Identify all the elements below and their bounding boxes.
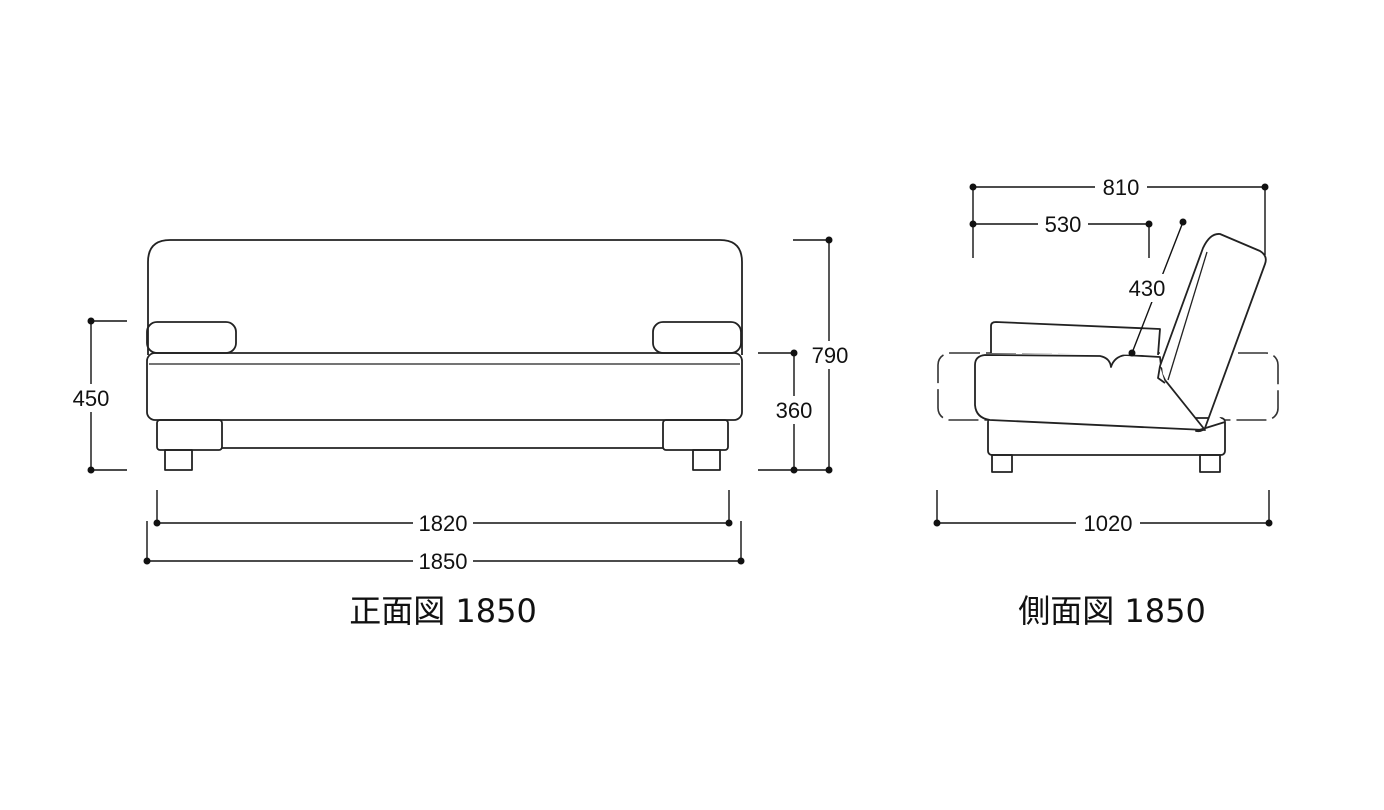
- dim-label-arm-height: 450: [73, 386, 110, 411]
- dim-label-total-height: 790: [812, 343, 849, 368]
- dim-1850: 1850: [143, 521, 745, 574]
- side-view-title: 側面図 1850: [1018, 592, 1206, 630]
- dim-label-depth: 810: [1103, 175, 1140, 200]
- dim-790: 790: [793, 236, 854, 474]
- front-right-arm-pad: [652, 321, 742, 354]
- side-leg-back: [1199, 454, 1221, 473]
- dim-label-seat-depth: 530: [1045, 212, 1082, 237]
- dim-label-total-width: 1850: [419, 549, 468, 574]
- side-view: [937, 233, 1279, 473]
- side-backrest-inner: [1167, 251, 1208, 381]
- dim-430: 430: [1124, 218, 1187, 357]
- front-view-title: 正面図 1850: [349, 592, 537, 630]
- front-base-right: [662, 419, 729, 451]
- front-leg-left: [164, 449, 193, 471]
- side-seat: [974, 354, 1206, 431]
- dim-label-reclined-depth: 1020: [1084, 511, 1133, 536]
- dim-450: 450: [66, 317, 127, 474]
- front-left-arm-pad: [146, 321, 237, 354]
- front-leg-right: [692, 449, 721, 471]
- front-base-left: [156, 419, 223, 451]
- dim-360: 360: [758, 349, 818, 474]
- dim-810: 810: [969, 174, 1269, 258]
- front-view: [146, 239, 743, 471]
- side-backrest: [1157, 233, 1267, 433]
- side-leg-front: [991, 454, 1013, 473]
- dim-530: 530: [969, 211, 1153, 258]
- side-arm-pillow: [990, 321, 1161, 356]
- front-backrest: [147, 239, 743, 355]
- dim-label-seat-height: 360: [776, 398, 813, 423]
- dim-label-back-height: 430: [1129, 276, 1166, 301]
- dim-1820: 1820: [153, 490, 733, 536]
- dim-1020: 1020: [933, 490, 1273, 536]
- dim-label-inner-width: 1820: [419, 511, 468, 536]
- front-seat: [146, 352, 743, 421]
